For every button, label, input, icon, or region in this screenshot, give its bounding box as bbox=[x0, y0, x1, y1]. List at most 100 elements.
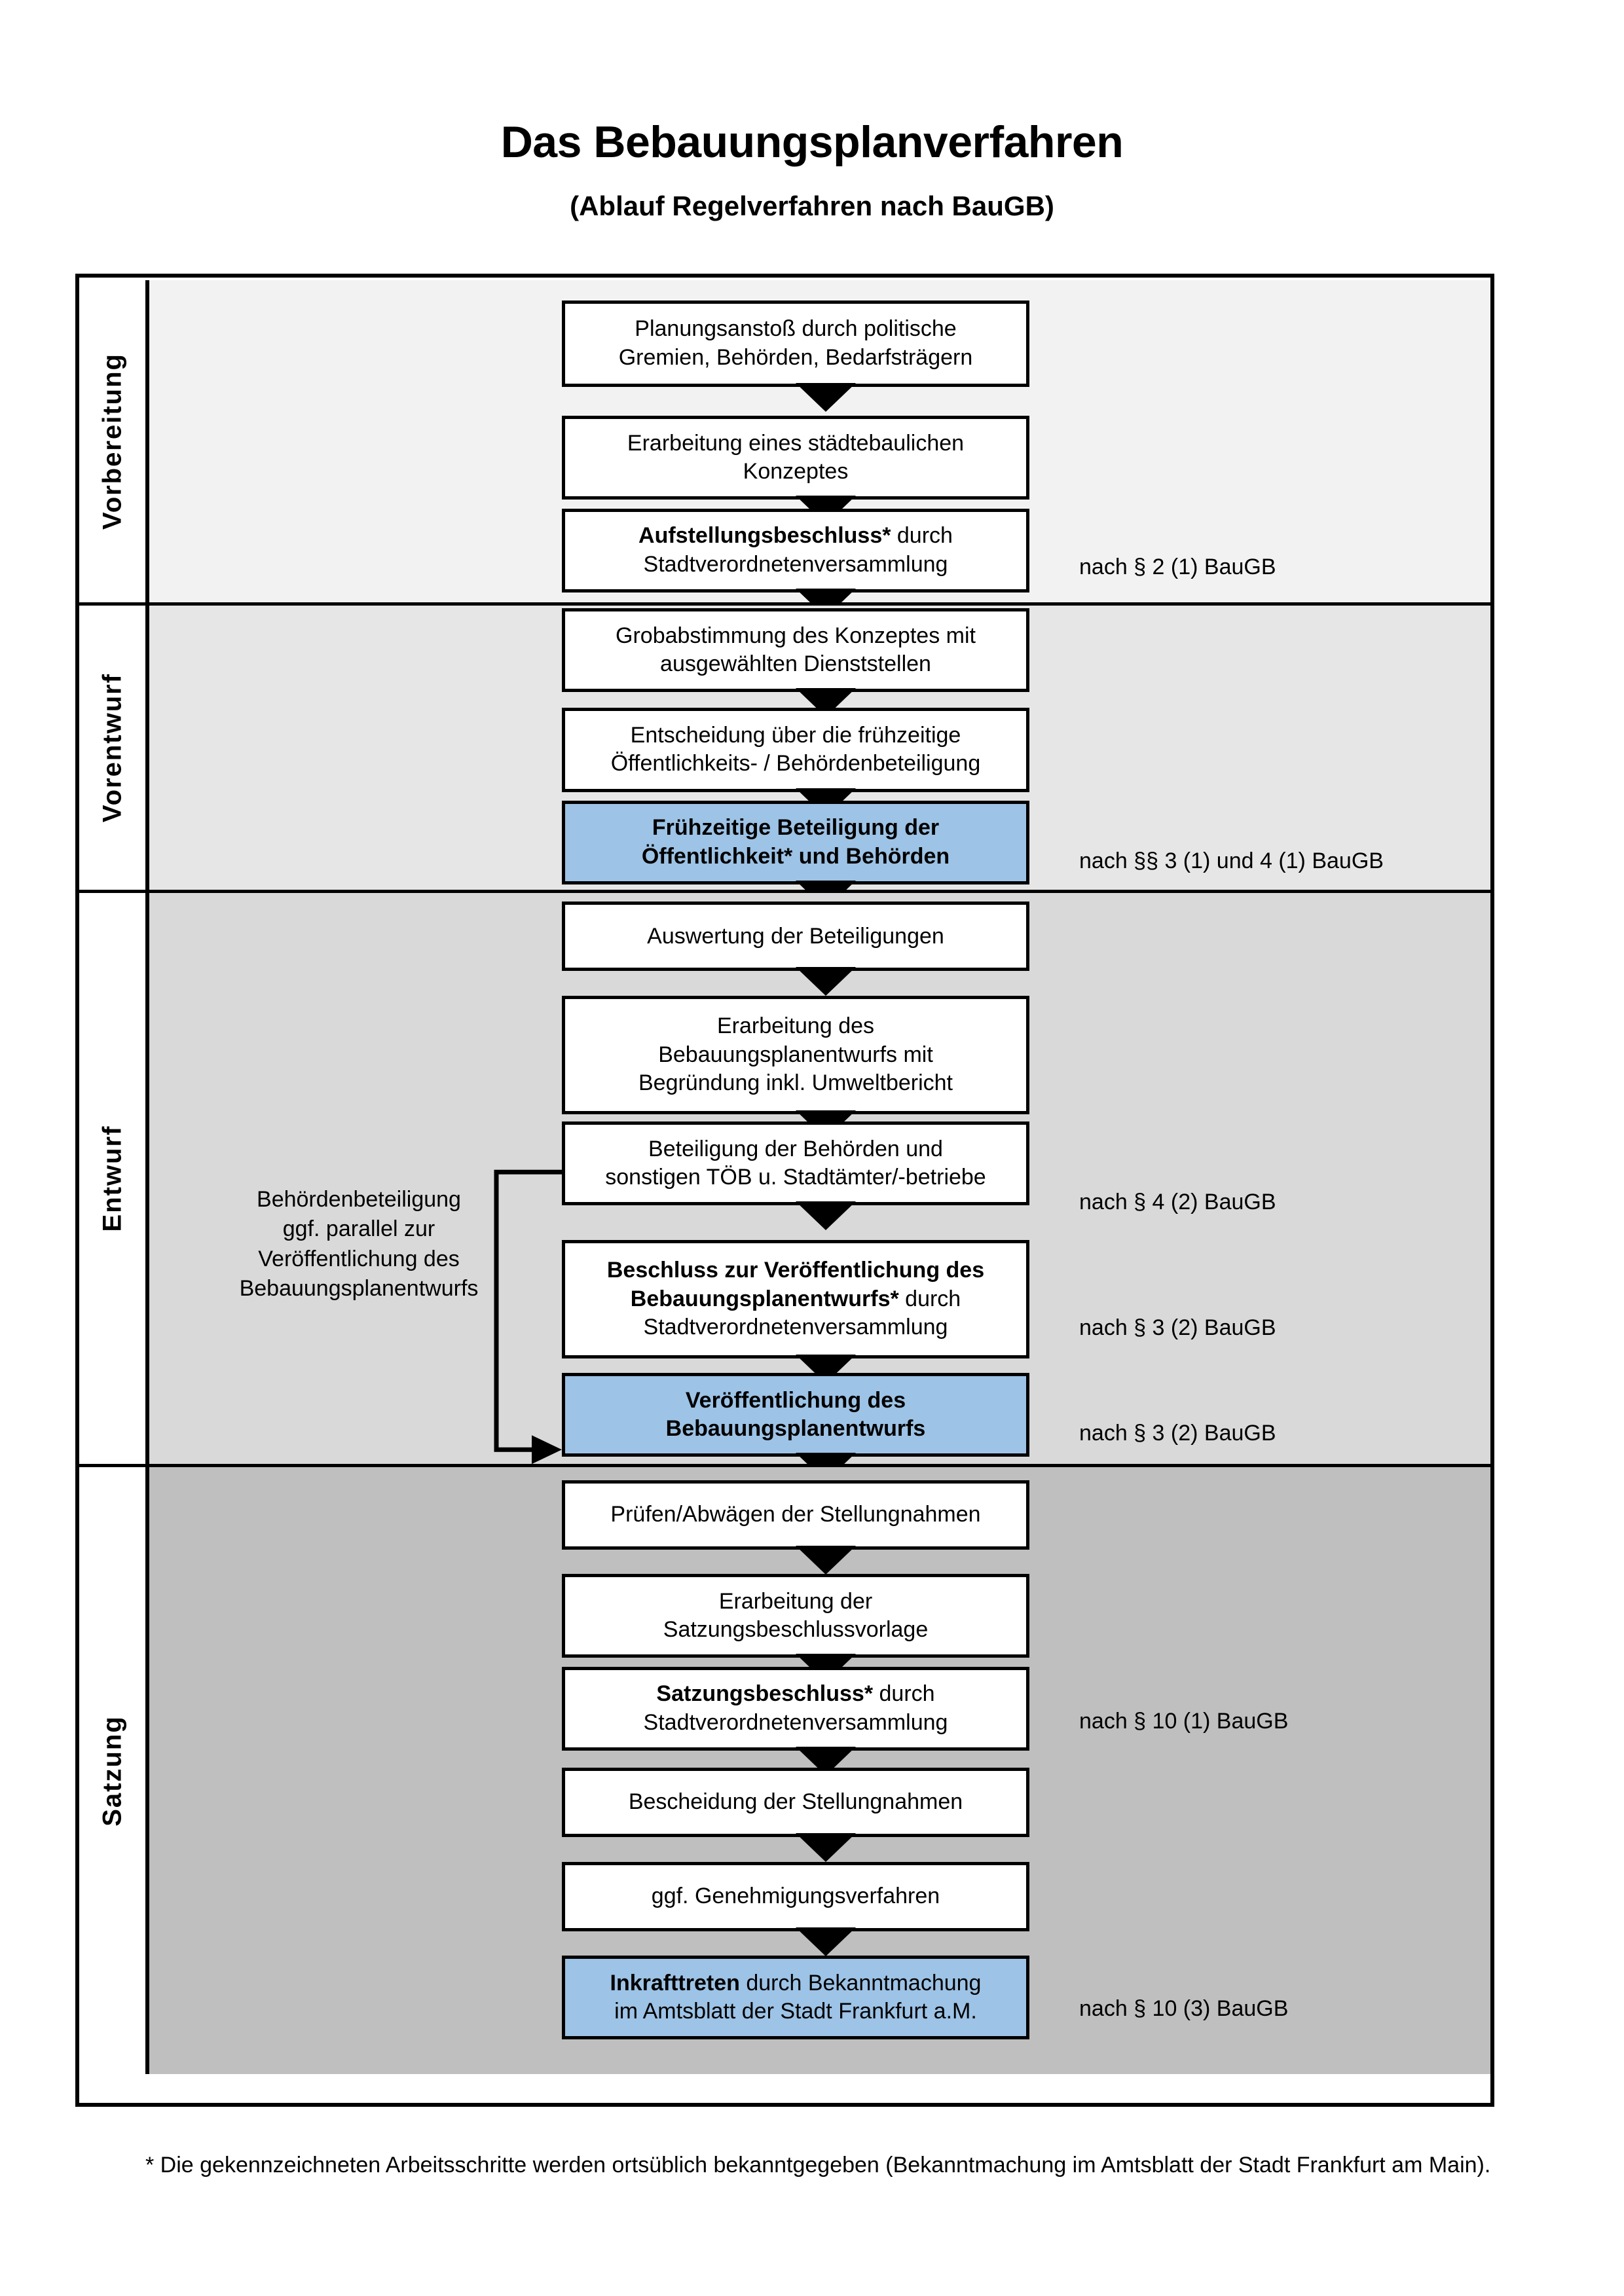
annotation-line: Behördenbeteiligung bbox=[257, 1186, 461, 1212]
phase-row-vorbereitung: Vorbereitung Planungsanstoß durch politis… bbox=[79, 280, 1490, 617]
phase-label-vorbereitung: Vorbereitung bbox=[79, 280, 149, 602]
process-box-inkrafttreten: Inkrafttreten durch Bekanntmachung im Amt… bbox=[562, 1956, 1029, 2040]
process-box-line: Entscheidung über die frühzeitige bbox=[630, 722, 961, 748]
process-box-line: Gremien, Behörden, Bedarfsträgern bbox=[618, 344, 973, 370]
annotation-line: Bebauungsplanentwurfs bbox=[239, 1276, 479, 1302]
process-box-text: Beteiligung der Behörden und sonstigen TÖ… bbox=[605, 1135, 986, 1192]
process-box-line: ausgewählten Dienststellen bbox=[660, 651, 931, 677]
process-box-text: ggf. Genehmigungsverfahren bbox=[652, 1882, 940, 1911]
process-box-grobabstimmung: Grobabstimmung des Konzeptes mit ausgewäh… bbox=[562, 608, 1029, 693]
legal-reference-note-par10-3: nach § 10 (3) BauGB bbox=[1079, 1996, 1289, 2022]
process-box-line: im Amtsblatt der Stadt Frankfurt a.M. bbox=[614, 1999, 977, 2024]
footnote: * Die gekennzeichneten Arbeitsschritte w… bbox=[145, 2153, 1491, 2178]
flowchart-frame: Vorbereitung Planungsanstoß durch politis… bbox=[75, 274, 1494, 2107]
process-box-line: Konzeptes bbox=[743, 459, 849, 484]
legal-reference-note-par2-1: nach § 2 (1) BauGB bbox=[1079, 555, 1276, 580]
legal-reference-note-par10-1: nach § 10 (1) BauGB bbox=[1079, 1708, 1289, 1734]
legal-reference-note-par4-2: nach § 4 (2) BauGB bbox=[1079, 1189, 1276, 1214]
process-box-line: Bebauungsplanentwurfs mit bbox=[658, 1042, 933, 1067]
legal-reference-note-par3-2-a: nach § 3 (2) BauGB bbox=[1079, 1315, 1276, 1341]
process-box-line: Prüfen/Abwägen der Stellungnahmen bbox=[610, 1501, 981, 1527]
process-box-line: Begründung inkl. Umweltbericht bbox=[638, 1070, 953, 1096]
process-box-line: Beteiligung der Behörden und bbox=[648, 1136, 943, 1161]
process-box-line: Inkrafttreten durch Bekanntmachung bbox=[610, 1970, 982, 1995]
process-box-bescheidung-stellungnahmen: Bescheidung der Stellungnahmen bbox=[562, 1768, 1029, 1838]
process-box-beteiligung-behoerden-toeb: Beteiligung der Behörden und sonstigen TÖ… bbox=[562, 1121, 1029, 1206]
flow-arrow-down-icon bbox=[796, 967, 856, 996]
phase-label-entwurf: Entwurf bbox=[79, 893, 149, 1464]
process-box-line: Stadtverordnetenversammlung bbox=[643, 1315, 948, 1340]
process-box-line: Bescheidung der Stellungnahmen bbox=[628, 1789, 963, 1815]
process-box-line: Stadtverordnetenversammlung bbox=[643, 1709, 948, 1735]
flow-arrow-down-icon bbox=[796, 1927, 856, 1956]
flow-arrow-down-icon bbox=[796, 1201, 856, 1231]
flow-arrow-down-icon bbox=[796, 1833, 856, 1863]
process-box-auswertung-beteiligungen: Auswertung der Beteiligungen bbox=[562, 902, 1029, 972]
process-box-line: Frühzeitige Beteiligung der bbox=[652, 815, 940, 841]
annotation-line: ggf. parallel zur bbox=[282, 1216, 435, 1242]
annotation-line: Veröffentlichung des bbox=[258, 1246, 460, 1271]
process-box-line: Planungsanstoß durch politische bbox=[635, 316, 957, 342]
page-subtitle: (Ablauf Regelverfahren nach BauGB) bbox=[570, 190, 1054, 221]
flow-arrow-down-icon bbox=[796, 1545, 856, 1575]
process-box-text: Inkrafttreten durch Bekanntmachung im Amt… bbox=[610, 1969, 982, 2026]
process-box-line: Satzungsbeschluss* durch bbox=[656, 1681, 935, 1707]
legal-reference-note-par3-1-4-1: nach §§ 3 (1) und 4 (1) BauGB bbox=[1079, 848, 1384, 873]
process-box-pruefen-abwaegen: Prüfen/Abwägen der Stellungnahmen bbox=[562, 1480, 1029, 1550]
phase-band-vorentwurf: Grobabstimmung des Konzeptes mit ausgewäh… bbox=[149, 605, 1490, 909]
process-box-line: Satzungsbeschlussvorlage bbox=[663, 1617, 929, 1643]
process-box-line: Bebauungsplanentwurfs* durch bbox=[630, 1286, 961, 1311]
process-box-line: Erarbeitung der bbox=[718, 1588, 873, 1614]
header: Das Bebauungsplanverfahren (Ablauf Regel… bbox=[0, 118, 1624, 222]
process-box-line: Veröffentlichung des bbox=[685, 1387, 906, 1413]
process-box-line: Stadtverordnetenversammlung bbox=[643, 551, 948, 577]
process-box-line: Grobabstimmung des Konzeptes mit bbox=[616, 623, 976, 648]
process-box-text: Grobabstimmung des Konzeptes mit ausgewäh… bbox=[616, 622, 976, 679]
process-box-line: Öffentlichkeit* und Behörden bbox=[641, 843, 950, 869]
process-box-line: Erarbeitung eines städtebaulichen bbox=[627, 430, 965, 456]
process-box-line: Beschluss zur Veröffentlichung des bbox=[606, 1258, 985, 1283]
process-box-ggf-genehmigungsverfahren: ggf. Genehmigungsverfahren bbox=[562, 1861, 1029, 1931]
process-box-text: Auswertung der Beteiligungen bbox=[647, 922, 944, 951]
process-box-text: Bescheidung der Stellungnahmen bbox=[629, 1788, 963, 1817]
process-box-line: Auswertung der Beteiligungen bbox=[647, 923, 944, 949]
phase-label-text: Entwurf bbox=[98, 1125, 126, 1232]
process-box-text: Prüfen/Abwägen der Stellungnahmen bbox=[610, 1501, 980, 1529]
process-box-line: ggf. Genehmigungsverfahren bbox=[651, 1883, 940, 1908]
legal-reference-note-par3-2-b: nach § 3 (2) BauGB bbox=[1079, 1421, 1276, 1446]
phase-label-text: Vorentwurf bbox=[98, 672, 126, 822]
flow-arrow-down-icon bbox=[796, 383, 856, 412]
phase-label-vorentwurf: Vorentwurf bbox=[79, 605, 149, 890]
process-box-line: Öffentlichkeits- / Behördenbeteiligung bbox=[610, 751, 981, 776]
phase-label-satzung: Satzung bbox=[79, 1467, 149, 2075]
process-box-line: Erarbeitung des bbox=[716, 1013, 875, 1039]
process-box-line: sonstigen TÖB u. Stadtämter/-betriebe bbox=[605, 1165, 986, 1190]
phase-row-vorentwurf: Vorentwurf Grobabstimmung des Konzeptes m… bbox=[79, 605, 1490, 909]
page-title: Das Bebauungsplanverfahren bbox=[500, 117, 1124, 167]
process-box-line: Aufstellungsbeschluss* durch bbox=[638, 523, 953, 549]
